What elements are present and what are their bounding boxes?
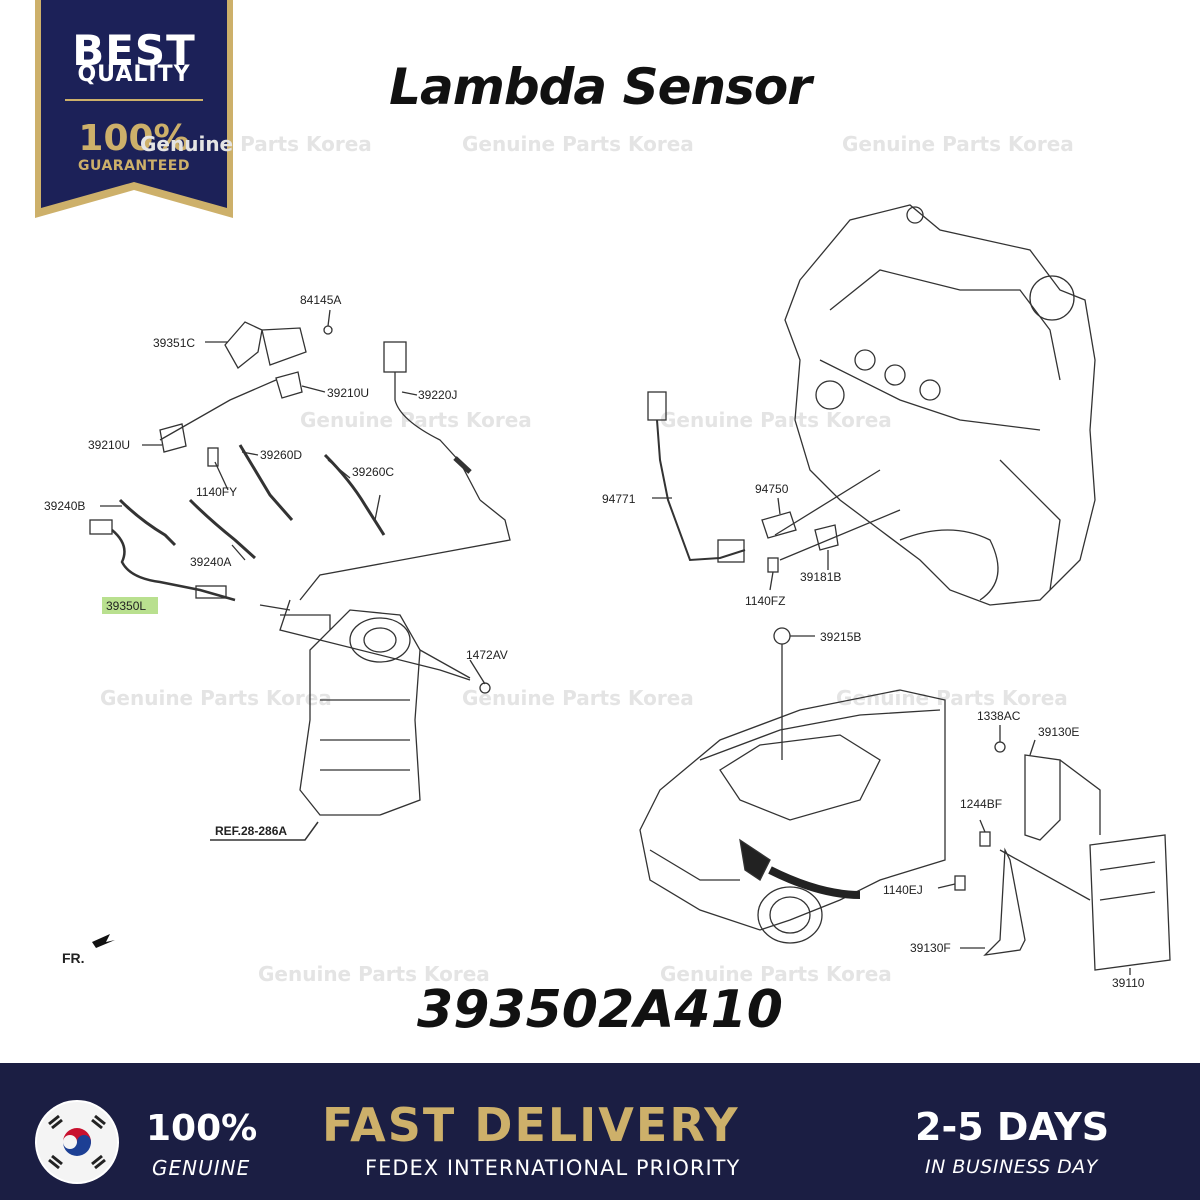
bracket-39130e-icon [1024,754,1061,841]
label-1244bf: 1244BF [960,797,1003,811]
badge-best: BEST [72,26,196,75]
vehicle-icon [639,689,946,931]
label-39260c: 39260C [352,465,395,479]
watermark: Genuine Parts Korea [842,132,1074,156]
sensor-94750-icon [761,511,797,539]
nut-84145a-icon [323,325,333,335]
delivery-banner [0,1063,1200,1200]
grommet-39215b-icon [773,627,791,645]
label-84145a: 84145A [300,293,342,307]
label-39210u-b: 39210U [88,438,131,452]
label-39240a: 39240A [190,555,232,569]
bracket-icon [261,327,307,366]
label-1472av: 1472AV [466,648,508,662]
label-39220j: 39220J [418,388,458,402]
bracket-39130f-icon [983,847,1026,956]
badge-quality: QUALITY [77,62,191,87]
nut-1338ac-icon [994,741,1006,753]
quality-badge: BEST QUALITY 100% GUARANTEED [35,0,233,218]
clamp-39210u-b-icon [159,423,187,453]
knock-sensor-94771-icon [656,419,746,562]
page-title: Lambda Sensor [389,58,812,116]
lambda-sensor-39350l-icon [111,529,236,602]
label-94750: 94750 [755,482,789,496]
exploded-parts-diagram [89,204,1171,975]
part-number: 393502A410 [417,980,783,1040]
badge-ribbon-icon [35,0,233,218]
label-ref: REF.28-286A [215,824,288,838]
label-39351c: 39351C [153,336,196,350]
connector-39220j-icon [383,341,407,373]
genuine-percent: 100% [146,1108,258,1149]
watermark: Genuine Parts Korea [660,408,892,432]
label-1140ej: 1140EJ [883,883,923,897]
badge-percent: 100% [78,118,190,159]
label-front: FR. [62,950,85,966]
nut-1472av-icon [479,682,491,694]
fedex-label: FEDEX INTERNATIONAL PRIORITY [365,1156,741,1180]
watermark: Genuine Parts Korea [660,962,892,986]
label-39260d: 39260D [260,448,303,462]
connector-94771-icon [647,391,667,421]
label-39210u: 39210U [327,386,370,400]
highlight-39350l [102,597,158,614]
delivery-days: 2-5 DAYS [915,1105,1110,1149]
label-39350l: 39350L [106,599,147,613]
watermark: Genuine Parts Korea [462,686,694,710]
watermark: Genuine Parts Korea [300,408,532,432]
watermark: Genuine Parts Korea [258,962,490,986]
label-39181b: 39181B [800,570,842,584]
bracket-39351c-icon [224,321,263,369]
bolt-1140fz-icon [767,557,779,573]
genuine-label: GENUINE [152,1156,251,1180]
label-39215b: 39215B [820,630,862,644]
engine-cap-icon [1029,275,1075,321]
watermark: Genuine Parts Korea [140,132,372,156]
business-day-label: IN BUSINESS DAY [925,1156,1098,1178]
bolt-1244bf-icon [979,831,991,847]
bolt-1140ej-icon [954,875,966,891]
label-39110: 39110 [1112,976,1145,990]
korea-flag-icon [35,1100,119,1184]
watermark: Genuine Parts Korea [836,686,1068,710]
watermark: Genuine Parts Korea [462,132,694,156]
label-1140fz: 1140FZ [745,594,786,608]
bolt-1140fy-icon [207,447,219,467]
engine-block-icon [784,204,1096,606]
label-39130e: 39130E [1038,725,1080,739]
front-arrow-icon [92,934,115,948]
catalytic-converter-icon [299,609,421,816]
fast-delivery-title: FAST DELIVERY [322,1098,740,1152]
label-1338ac: 1338AC [977,709,1021,723]
label-1140fy: 1140FY [196,485,238,499]
sensor-plug-icon [89,519,113,535]
label-39130f: 39130F [910,941,951,955]
badge-guaranteed: GUARANTEED [78,158,190,174]
clamp-39210u-icon [275,371,303,399]
label-39240b: 39240B [44,499,86,513]
ecu-39110-icon [1089,834,1171,971]
watermark: Genuine Parts Korea [100,686,332,710]
label-94771: 94771 [602,492,636,506]
